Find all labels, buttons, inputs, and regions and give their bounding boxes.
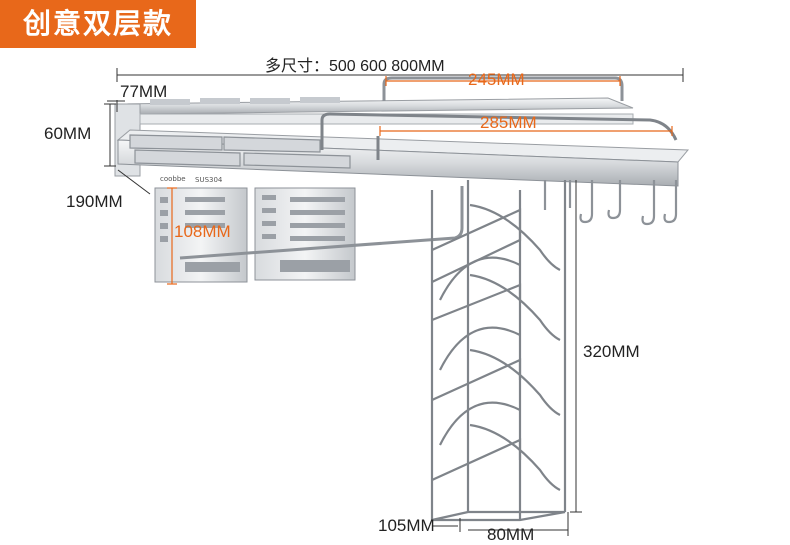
- black-dimension-lines: [104, 100, 582, 536]
- orange-dimension-lines: [167, 76, 673, 285]
- brand-mark: coobbe: [160, 175, 186, 183]
- width-dimension-line: [116, 68, 684, 82]
- shelf-height-label: 60MM: [44, 124, 92, 143]
- pot-rack-depth-label: 105MM: [378, 516, 435, 535]
- material-mark: SUS304: [195, 176, 223, 184]
- variant-badge: 创意双层款: [0, 0, 196, 48]
- hooks: [543, 180, 678, 226]
- pot-lid-rack: [430, 180, 567, 522]
- top-rail-dimension: 245MM: [468, 70, 525, 89]
- basket-height-label: 108MM: [174, 222, 231, 241]
- lower-rail: [320, 112, 678, 160]
- pot-rack-width-label: 80MM: [487, 525, 535, 544]
- utensil-holder-right: [254, 187, 356, 281]
- cutlery-baskets: [129, 134, 351, 169]
- utensil-holder-left: [154, 187, 248, 283]
- top-rail: [382, 76, 624, 101]
- top-shelf-depth-label: 77MM: [120, 82, 168, 101]
- depth-label: 190MM: [66, 192, 123, 211]
- towel-bar: [179, 186, 464, 260]
- pot-rack-height-label: 320MM: [583, 342, 640, 361]
- main-shelf: coobbe SUS304: [116, 129, 690, 187]
- overall-size-label: 多尺寸：500 600 800MM: [265, 58, 445, 75]
- lower-rail-dimension: 285MM: [480, 113, 537, 132]
